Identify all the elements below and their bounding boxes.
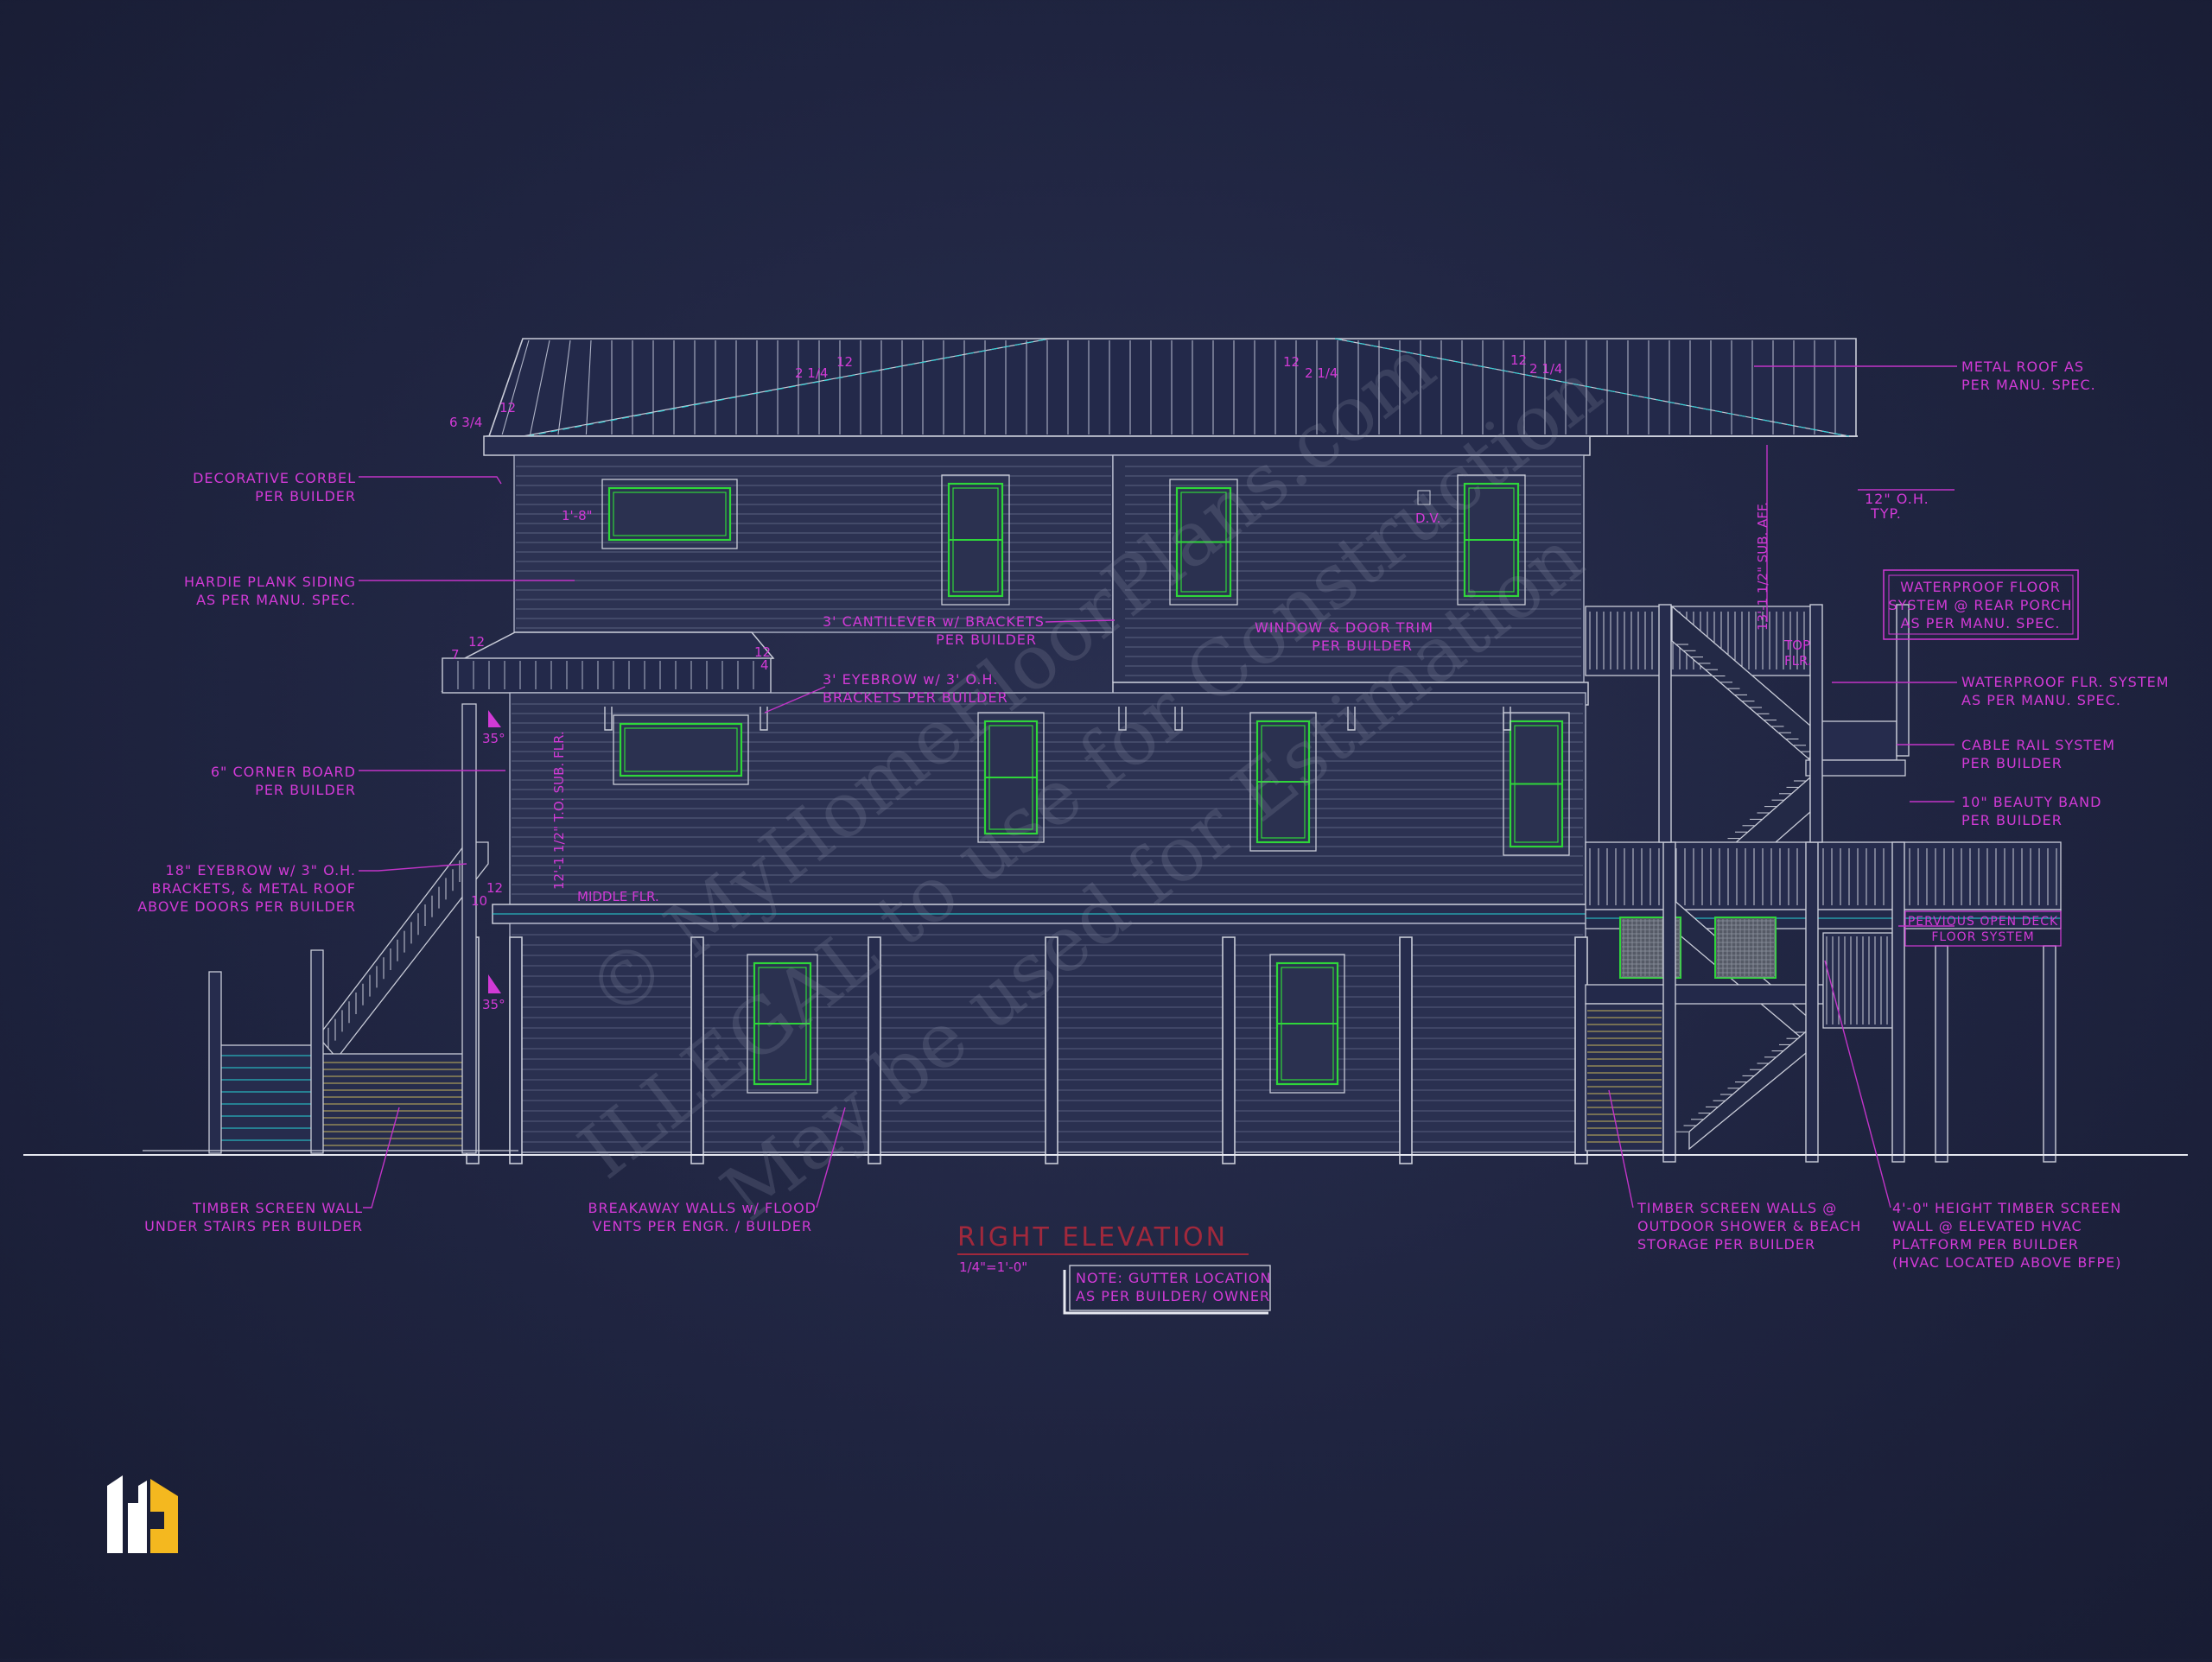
pitch-b-rise: 12 xyxy=(499,400,516,416)
stair-angle-lower: 35° xyxy=(482,997,505,1012)
callout-eyebrow-l3: ABOVE DOORS PER BUILDER xyxy=(137,898,356,915)
callout-timber-walls-l3: STORAGE PER BUILDER xyxy=(1637,1236,1815,1253)
callout-corner-board-l1: 6" CORNER BOARD xyxy=(211,764,356,780)
pitch-g-rise: 12 xyxy=(486,880,503,896)
callout-waterproof-floor-l3: AS PER MANU. SPEC. xyxy=(1901,615,2061,631)
callout-beauty-band-l2: PER BUILDER xyxy=(1961,812,2063,828)
callout-timber-screen-l2: UNDER STAIRS PER BUILDER xyxy=(144,1218,363,1234)
pitch-b-run: 6 3/4 xyxy=(449,415,482,430)
callout-corner-board-l2: PER BUILDER xyxy=(255,782,356,798)
drawing-title: RIGHT ELEVATION xyxy=(957,1222,1228,1253)
stair-angle-upper: 35° xyxy=(482,731,505,746)
callout-decorative-corbel-l2: PER BUILDER xyxy=(255,488,356,504)
pitch-f-run: 4 xyxy=(760,657,769,673)
callout-waterproof-floor-l1: WATERPROOF FLOOR xyxy=(1900,579,2061,595)
callout-timber-walls-l2: OUTDOOR SHOWER & BEACH xyxy=(1637,1218,1861,1234)
pitch-a-run: 2 1/4 xyxy=(795,365,828,381)
right-stairs-decks xyxy=(1585,604,2062,1163)
callout-cantilever-l2: PER BUILDER xyxy=(936,631,1037,648)
pitch-g-run: 10 xyxy=(471,893,487,909)
callout-hvac-screen-l2: WALL @ ELEVATED HVAC xyxy=(1892,1218,2082,1234)
leader-lines xyxy=(359,365,1957,1208)
note-gutter-l2: AS PER BUILDER/ OWNER xyxy=(1076,1288,1270,1304)
callout-metal-roof-l1: METAL ROOF AS xyxy=(1961,358,2084,375)
pitch-f-rise: 12 xyxy=(754,644,771,660)
pitch-a-rise: 12 xyxy=(836,354,853,370)
callout-overhang-l2: TYP. xyxy=(1870,505,1902,522)
pitch-e-run: 7 xyxy=(451,647,460,663)
top-floor-height: 13'-1 1/2" SUB. AFF. xyxy=(1755,502,1770,631)
callout-timber-walls-l1: TIMBER SCREEN WALLS @ xyxy=(1637,1200,1837,1216)
top-floor-label-l1: TOP xyxy=(1783,638,1810,653)
metal-roof xyxy=(486,338,1858,437)
callout-overhang-l1: 12" O.H. xyxy=(1865,491,1929,507)
direct-vent-label: D.V. xyxy=(1415,511,1440,526)
callout-pervious-deck-l2: FLOOR SYSTEM xyxy=(1931,930,2034,944)
top-floor-label-l2: FLR. xyxy=(1784,653,1812,669)
callout-breakaway-l2: VENTS PER ENGR. / BUILDER xyxy=(592,1218,812,1234)
callout-timber-screen-l1: TIMBER SCREEN WALL xyxy=(192,1200,363,1216)
title-block: RIGHT ELEVATION 1/4"=1'-0" NOTE: GUTTER … xyxy=(957,1222,1271,1315)
callout-eyebrow-l2: BRACKETS, & METAL ROOF xyxy=(152,880,356,897)
callout-window-trim-l2: PER BUILDER xyxy=(1312,638,1413,654)
callout-waterproof-floor-l2: SYSTEM @ REAR PORCH xyxy=(1888,597,2072,613)
callout-beauty-band-l1: 10" BEAUTY BAND xyxy=(1961,794,2101,810)
callout-eyebrow-3ft-l2: BRACKETS PER BUILDER xyxy=(823,689,1008,706)
middle-floor-wall xyxy=(492,692,1595,924)
callout-decorative-corbel-l1: DECORATIVE CORBEL xyxy=(193,470,356,486)
callout-hardie-siding-l1: HARDIE PLANK SIDING xyxy=(184,574,356,590)
bottom-callouts: TIMBER SCREEN WALL UNDER STAIRS PER BUIL… xyxy=(144,1200,2122,1271)
center-callouts: 3' CANTILEVER w/ BRACKETS PER BUILDER 3'… xyxy=(823,613,1433,706)
pitch-c-run: 2 1/4 xyxy=(1305,365,1338,381)
pitch-d-rise: 12 xyxy=(1510,352,1527,368)
brackets xyxy=(604,707,1511,731)
pitch-c-rise: 12 xyxy=(1283,354,1300,370)
dimensions: 2 1/4 12 6 3/4 12 2 1/4 12 2 1/4 12 7 12… xyxy=(449,352,1812,1012)
callout-eyebrow-3ft-l1: 3' EYEBROW w/ 3' O.H. xyxy=(823,671,998,688)
callout-hardie-siding-l2: AS PER MANU. SPEC. xyxy=(196,592,356,608)
middle-floor-height: 12'-1 1/2" T.O. SUB. FLR. xyxy=(551,731,567,890)
ground-level-wall xyxy=(466,923,1588,1164)
pitch-e-rise: 12 xyxy=(468,634,485,650)
overhang-dim: 1'-8" xyxy=(562,508,593,523)
drawing-scale: 1/4"=1'-0" xyxy=(959,1259,1027,1275)
left-callouts: DECORATIVE CORBEL PER BUILDER HARDIE PLA… xyxy=(137,470,356,915)
right-callouts: METAL ROOF AS PER MANU. SPEC. 12" O.H. T… xyxy=(1865,358,2170,947)
callout-window-trim-l1: WINDOW & DOOR TRIM xyxy=(1255,619,1433,636)
callout-waterproof-flr-l2: AS PER MANU. SPEC. xyxy=(1961,692,2121,708)
callout-hvac-screen-l4: (HVAC LOCATED ABOVE BFPE) xyxy=(1892,1254,2122,1271)
callout-waterproof-flr-l1: WATERPROOF FLR. SYSTEM xyxy=(1961,674,2170,690)
callout-cantilever-l1: 3' CANTILEVER w/ BRACKETS xyxy=(823,613,1045,630)
middle-floor-label: MIDDLE FLR. xyxy=(577,889,659,904)
callout-metal-roof-l2: PER MANU. SPEC. xyxy=(1961,377,2096,393)
callout-pervious-deck-l1: PERVIOUS OPEN DECK xyxy=(1908,915,2058,929)
windows xyxy=(601,474,1570,1094)
pitch-d-run: 2 1/4 xyxy=(1529,361,1562,377)
callout-hvac-screen-l3: PLATFORM PER BUILDER xyxy=(1892,1236,2079,1253)
callout-cable-rail-l1: CABLE RAIL SYSTEM xyxy=(1961,737,2115,753)
callout-breakaway-l1: BREAKAWAY WALLS w/ FLOOD xyxy=(588,1200,817,1216)
note-gutter-l1: NOTE: GUTTER LOCATION xyxy=(1076,1270,1271,1286)
callout-eyebrow-l1: 18" EYEBROW w/ 3" O.H. xyxy=(166,862,356,879)
brand-logo-icon xyxy=(107,1475,178,1553)
callout-hvac-screen-l1: 4'-0" HEIGHT TIMBER SCREEN xyxy=(1892,1200,2121,1216)
callout-cable-rail-l2: PER BUILDER xyxy=(1961,755,2063,771)
left-stair xyxy=(208,703,501,1154)
